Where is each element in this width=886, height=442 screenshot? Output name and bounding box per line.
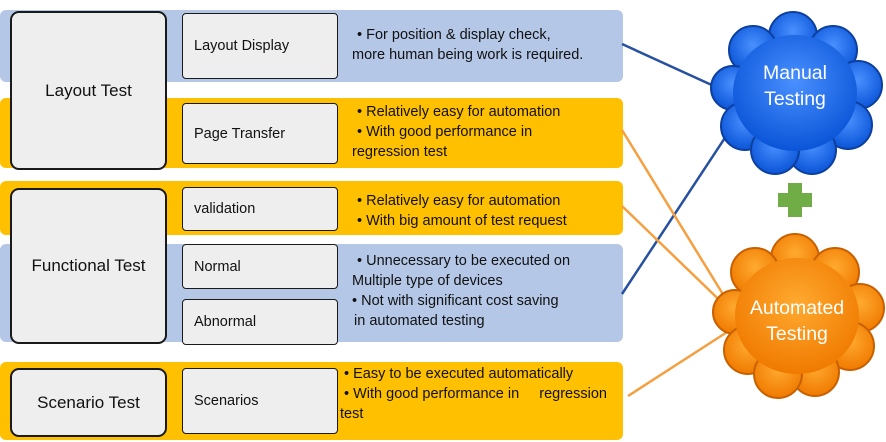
validation-label: validation [194, 201, 256, 217]
desc-line: regression test [352, 144, 448, 160]
layout-test-box: Layout Test [10, 11, 167, 170]
line-page-transfer-to-automated [620, 129, 742, 323]
desc-line: more human being work is required. [352, 47, 584, 63]
abnormal-label: Abnormal [194, 314, 257, 330]
desc-line: • With big amount of test request [357, 213, 567, 229]
desc-line: • Unnecessary to be executed on [357, 253, 571, 269]
automated-label-line: Automated [749, 297, 845, 319]
manual-label-line: Manual [763, 62, 827, 84]
page-transfer-label: Page Transfer [194, 125, 286, 142]
functional-test-box: Functional Test [10, 188, 167, 344]
manual-testing-label: Manual Testing [745, 60, 845, 112]
desc-line: Multiple type of devices [352, 273, 503, 289]
scenario-test-box: Scenario Test [10, 368, 167, 437]
manual-label-line: Testing [764, 88, 826, 110]
scenarios-description: • Easy to be executed automatically • Wi… [340, 364, 607, 424]
page-transfer-box: Page Transfer [182, 103, 338, 164]
layout-test-label: Layout Test [45, 80, 132, 100]
layout-display-label: Layout Display [194, 38, 290, 54]
line-scenarios-to-automated [627, 323, 739, 398]
abnormal-box: Abnormal [182, 299, 338, 345]
normal-abnormal-description: • Unnecessary to be executed on Multiple… [352, 251, 570, 331]
automated-testing-label: Automated Testing [737, 295, 857, 347]
automated-label-line: Testing [766, 323, 828, 345]
layout-display-description: • For position & display check, more hum… [352, 25, 583, 65]
desc-line: • Easy to be executed automatically [344, 366, 574, 382]
desc-line: test [340, 406, 364, 422]
plus-icon [778, 183, 812, 217]
desc-line: • Relatively easy for automation [357, 193, 561, 209]
page-transfer-description: • Relatively easy for automation • With … [352, 102, 560, 162]
desc-line: • With good performance in [357, 124, 533, 140]
layout-display-box: Layout Display [182, 13, 338, 79]
functional-test-label: Functional Test [31, 256, 146, 275]
validation-description: • Relatively easy for automation • With … [352, 191, 567, 231]
validation-box: validation [182, 187, 338, 231]
scenario-test-label: Scenario Test [37, 392, 140, 412]
normal-label: Normal [194, 258, 241, 275]
desc-line: • With good performance in regression [344, 386, 607, 402]
automated-testing-cloud [712, 233, 885, 399]
desc-line: in automated testing [354, 313, 485, 329]
scenarios-label: Scenarios [194, 393, 259, 409]
manual-testing-cloud [710, 11, 883, 175]
normal-box: Normal [182, 244, 338, 289]
line-normal-abnormal-to-manual [620, 114, 742, 295]
desc-line: • Relatively easy for automation [357, 104, 561, 120]
scenarios-box: Scenarios [182, 368, 338, 434]
desc-line: • Not with significant cost saving [352, 293, 559, 309]
desc-line: • For position & display check, [357, 27, 551, 43]
